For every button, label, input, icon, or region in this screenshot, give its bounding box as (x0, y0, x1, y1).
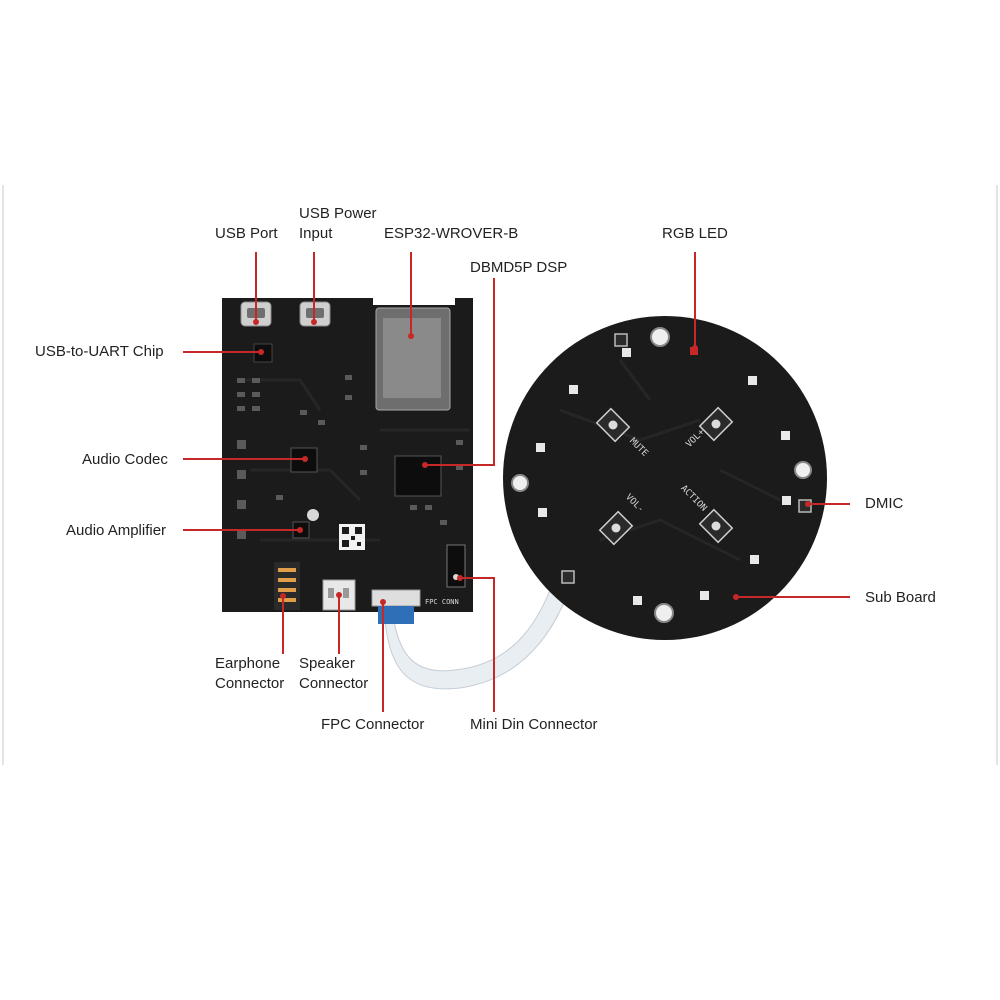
label-usb-uart: USB-to-UART Chip (35, 343, 164, 360)
led-icon (622, 348, 631, 357)
callout-dsp (425, 278, 495, 466)
led-icon (538, 508, 547, 517)
led-icon (748, 376, 757, 385)
capacitor (307, 509, 319, 521)
mini-din-connector (446, 544, 466, 588)
label-mini-din: Mini Din Connector (470, 716, 598, 733)
led-icon (781, 431, 790, 440)
label-speaker-line2: Connector (299, 675, 369, 692)
passive-components (237, 375, 463, 539)
led-icon (782, 496, 791, 505)
label-fpc: FPC Connector (321, 716, 425, 733)
label-earphone-line2: Connector (215, 675, 285, 692)
callout-lines (183, 252, 850, 712)
fpc-conn-silkscreen: FPC CONN (425, 598, 459, 606)
sub-board-traces (559, 359, 781, 562)
fpc-connector (371, 589, 421, 607)
label-audio-codec: Audio Codec (82, 451, 168, 468)
label-dmic: DMIC (865, 495, 904, 512)
label-audio-amp: Audio Amplifier (66, 522, 167, 539)
connector-icon (614, 333, 628, 347)
label-esp32: ESP32-WROVER-B (384, 225, 519, 242)
led-icon (700, 591, 709, 600)
mount-hole-top (650, 327, 670, 347)
label-usb-power-line2: Input (299, 225, 333, 242)
led-icon (750, 555, 759, 564)
label-earphone-line1: Earphone (215, 655, 281, 672)
label-usb-port: USB Port (215, 225, 278, 242)
label-dsp: DBMD5P DSP (470, 259, 568, 276)
label-speaker-line1: Speaker (299, 655, 355, 672)
led-icon (569, 385, 578, 394)
connector-icon (561, 570, 575, 584)
sub-board (503, 316, 827, 640)
left-frame-line (2, 185, 4, 765)
label-rgb-led: RGB LED (662, 225, 728, 242)
led-icon (536, 443, 545, 452)
label-usb-power-line1: USB Power (299, 205, 377, 222)
mount-hole-right (794, 461, 812, 479)
led-icon (633, 596, 642, 605)
right-frame-line (996, 185, 998, 765)
dsp-chip (394, 455, 442, 497)
label-sub-board: Sub Board (865, 589, 936, 606)
mount-hole-bottom (654, 603, 674, 623)
callout-dots (253, 319, 811, 605)
rgb-led-icon (690, 347, 698, 355)
callout-mini-din (460, 577, 495, 712)
main-board-traces (240, 378, 470, 542)
mount-hole-left (511, 474, 529, 492)
